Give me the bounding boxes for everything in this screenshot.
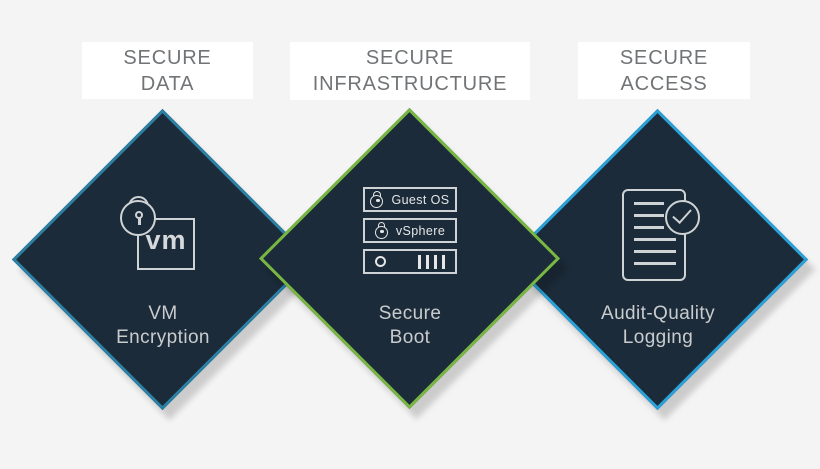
secure-boot-server-stack-icon: Guest OS vSphere (363, 187, 457, 280)
server-row-label: Guest OS (391, 192, 450, 207)
check-circle-icon (665, 200, 700, 235)
drive-led-icon (375, 256, 386, 267)
audit-log-document-icon (622, 189, 700, 281)
lock-body-icon (120, 200, 156, 236)
server-row-vsphere: vSphere (363, 218, 457, 243)
header-secure-access: SECURE ACCESS (578, 42, 750, 99)
diamond-title-audit-quality-logging: Audit-Quality Logging (601, 303, 715, 348)
document-page-icon (622, 189, 686, 281)
lock-icon (370, 191, 384, 208)
diamond-title-secure-boot: Secure Boot (378, 303, 442, 348)
lock-icon (374, 222, 388, 239)
vm-label: vm (145, 225, 187, 255)
header-secure-infrastructure: SECURE INFRASTRUCTURE (290, 42, 530, 100)
vm-encryption-lock-icon: vm (118, 196, 202, 276)
server-row-drive (363, 249, 457, 274)
keyhole-stem (138, 218, 141, 225)
checkmark-icon (672, 203, 692, 225)
vm-box: vm (137, 218, 195, 270)
server-row-label: vSphere (395, 223, 446, 238)
diamond-title-vm-encryption: VM Encryption (116, 303, 210, 348)
header-secure-data: SECURE DATA (82, 42, 253, 99)
drive-slots-icon (418, 254, 445, 269)
server-row-guest-os: Guest OS (363, 187, 457, 212)
